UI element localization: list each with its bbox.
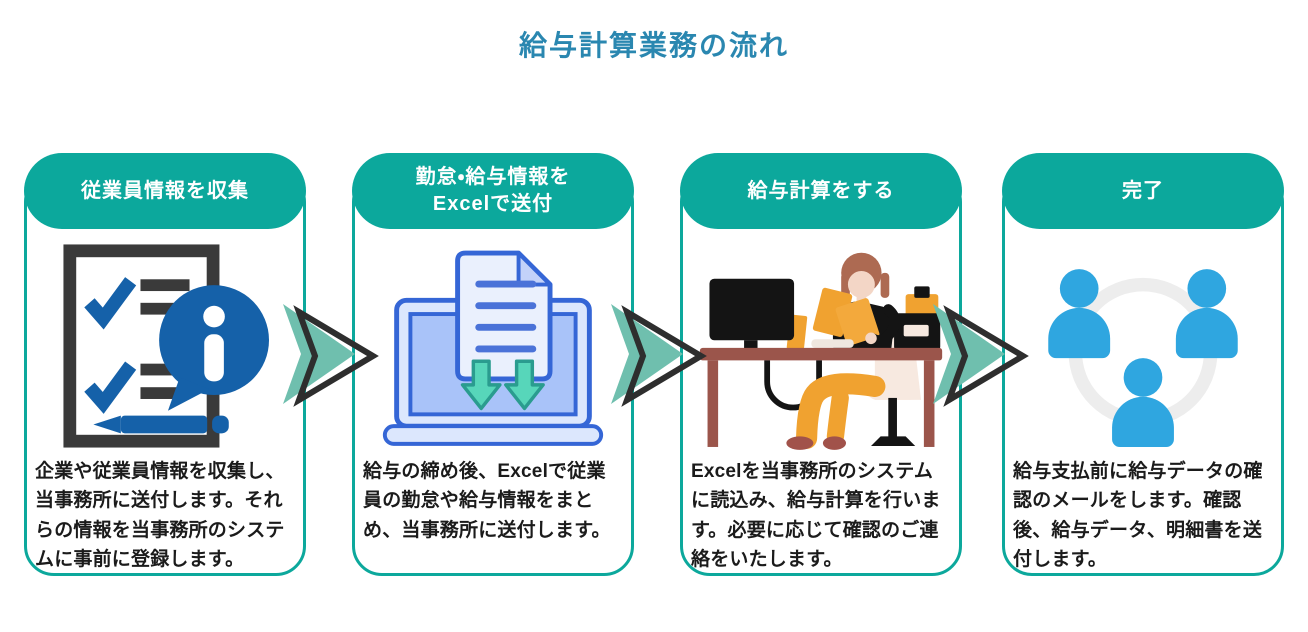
laptop-download-svg bbox=[382, 250, 604, 446]
step-2-description: 給与の締め後、Excelで従業員の勤怠や給与情報をまとめ、当事務所に送付します。 bbox=[363, 461, 611, 541]
step-3-header-pill: 給与計算をする bbox=[680, 153, 962, 229]
laptop-download-icon bbox=[355, 237, 631, 455]
step-4-header-label: 完了 bbox=[1122, 179, 1164, 202]
page-title: 給与計算業務の流れ bbox=[518, 30, 789, 61]
flow-arrow-icon bbox=[283, 298, 379, 410]
flow-arrow-icon bbox=[611, 298, 707, 410]
step-4-header-pill: 完了 bbox=[1002, 153, 1284, 229]
step-card-collect-info: 従業員情報を収集 企業や従業員情報を収集し、当事務所に送付します。それらの情報を… bbox=[24, 153, 306, 576]
step-3-description: Excelを当事務所のシステムに読込み、給与計算を行います。必要に応じて確認のご… bbox=[691, 461, 941, 571]
step-2-header-label: 勤怠・給与情報を Excelで送付 bbox=[415, 166, 571, 215]
step-1-description: 企業や従業員情報を収集し、当事務所に送付します。それらの情報を当事務所のシステム… bbox=[35, 461, 285, 571]
step-4-description: 給与支払前に給与データの確認のメールをします。確認後、給与データ、明細書を送付し… bbox=[1013, 461, 1263, 571]
payroll-clerk-icon bbox=[683, 237, 959, 455]
step-1-header-pill: 従業員情報を収集 bbox=[24, 153, 306, 229]
step-3-header-label: 給与計算をする bbox=[747, 179, 895, 202]
step-card-send-excel: 勤怠・給与情報を Excelで送付 給与の締め後、Excelで従業員の勤怠や給与… bbox=[352, 153, 634, 576]
payroll-clerk-svg bbox=[699, 252, 943, 450]
step-2-header-pill: 勤怠・給与情報を Excelで送付 bbox=[352, 153, 634, 229]
step-1-header-label: 従業員情報を収集 bbox=[81, 179, 249, 202]
step-card-calculate: 給与計算をする bbox=[680, 153, 962, 576]
checklist-info-svg bbox=[63, 244, 269, 448]
step-card-complete: 完了 bbox=[1002, 153, 1284, 576]
checklist-info-icon bbox=[27, 237, 303, 455]
people-network-svg bbox=[1048, 268, 1238, 447]
flow-arrow-icon bbox=[933, 298, 1029, 410]
people-network-icon bbox=[1005, 237, 1281, 455]
